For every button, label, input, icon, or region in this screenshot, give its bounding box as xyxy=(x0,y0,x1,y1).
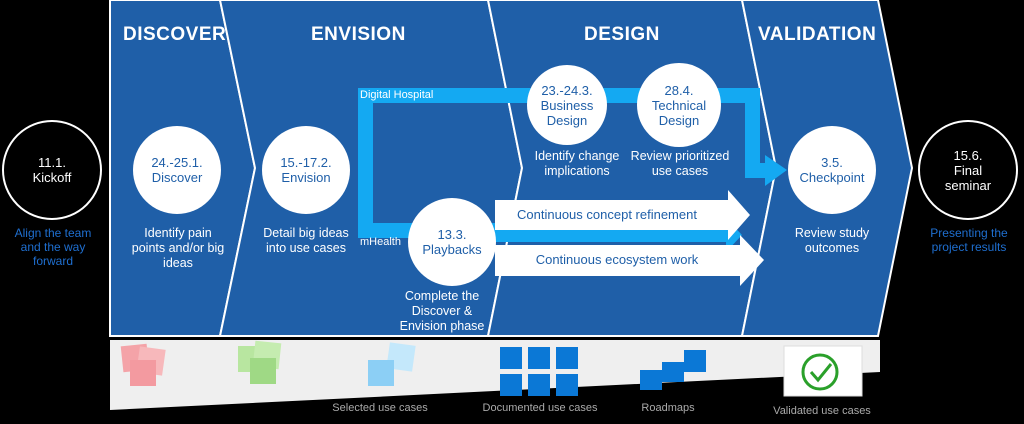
arrow-label-concept: Continuous concept refinement xyxy=(517,207,697,222)
milestone-desc-discover: Identify pain points and/or big ideas xyxy=(131,226,225,270)
milestone-name: Technical Design xyxy=(651,97,707,128)
milestone-name: Kickoff xyxy=(32,170,72,185)
arrow-label-ecosystem: Continuous ecosystem work xyxy=(535,252,699,267)
milestone-final-seminar: 15.6.Final seminar xyxy=(918,120,1018,220)
milestone-desc-checkpoint: Review study outcomes xyxy=(794,226,870,255)
milestone-checkpoint: 3.5.Checkpoint xyxy=(788,126,876,214)
phase-title-envision: ENVISION xyxy=(311,24,406,45)
check-icon xyxy=(809,363,833,383)
milestone-date: 11.1. xyxy=(38,155,66,170)
milestone-date: 24.-25.1. xyxy=(151,155,203,170)
milestone-playbacks: 13.3.Playbacks xyxy=(408,198,496,286)
artifact-label-documented: Documented use cases xyxy=(482,402,598,414)
artifact-icon-5 xyxy=(640,350,706,390)
track-label-digital-hospital: Digital Hospital xyxy=(360,89,434,101)
milestone-name: Discover xyxy=(151,170,203,185)
artifact-icon-6 xyxy=(783,345,863,397)
artifact-icon-4 xyxy=(500,347,578,396)
phase-title-validation: VALIDATION xyxy=(758,24,877,45)
milestone-date: 15.-17.2. xyxy=(280,155,332,170)
phase-title-discover: DISCOVER xyxy=(123,24,227,45)
artifact-funnel xyxy=(110,340,880,410)
milestone-technical-design: 28.4.Technical Design xyxy=(637,63,721,147)
milestone-desc-technical-design: Review prioritized use cases xyxy=(630,149,730,178)
artifact-icon-1 xyxy=(120,343,166,386)
milestone-kickoff: 11.1.Kickoff xyxy=(2,120,102,220)
milestone-desc-kickoff: Align the team and the way forward xyxy=(14,226,92,268)
milestone-date: 28.4. xyxy=(664,82,694,98)
milestone-name: Checkpoint xyxy=(799,170,865,185)
artifact-icon-3 xyxy=(368,342,416,386)
phase-title-design: DESIGN xyxy=(584,24,660,45)
arrow-concept xyxy=(495,190,750,240)
milestone-date: 23.-24.3. xyxy=(541,82,593,98)
milestone-date: 13.3. xyxy=(437,227,467,242)
milestone-desc-envision: Detail big ideas into use cases xyxy=(263,226,349,255)
milestone-date: 15.6. xyxy=(953,147,983,163)
milestone-name: Business Design xyxy=(540,97,594,128)
milestone-business-design: 23.-24.3.Business Design xyxy=(527,65,607,145)
milestone-discover: 24.-25.1.Discover xyxy=(133,126,221,214)
artifact-icon-2 xyxy=(238,340,282,384)
milestone-date: 3.5. xyxy=(821,155,843,170)
artifact-label-roadmaps: Roadmaps xyxy=(641,402,695,414)
milestone-desc-playbacks: Complete the Discover & Envision phase xyxy=(399,289,485,333)
milestone-name: Final seminar xyxy=(944,162,992,193)
track-label-mhealth: mHealth xyxy=(360,236,401,248)
milestone-desc-final-seminar: Presenting the project results xyxy=(930,226,1008,254)
artifact-label-selected: Selected use cases xyxy=(332,402,428,414)
milestone-envision: 15.-17.2.Envision xyxy=(262,126,350,214)
arrow-ecosystem xyxy=(495,235,764,286)
milestone-desc-business-design: Identify change implications xyxy=(534,149,620,178)
milestone-name: Envision xyxy=(281,170,331,185)
artifact-label-validated: Validated use cases xyxy=(773,405,871,417)
milestone-name: Playbacks xyxy=(422,242,482,257)
